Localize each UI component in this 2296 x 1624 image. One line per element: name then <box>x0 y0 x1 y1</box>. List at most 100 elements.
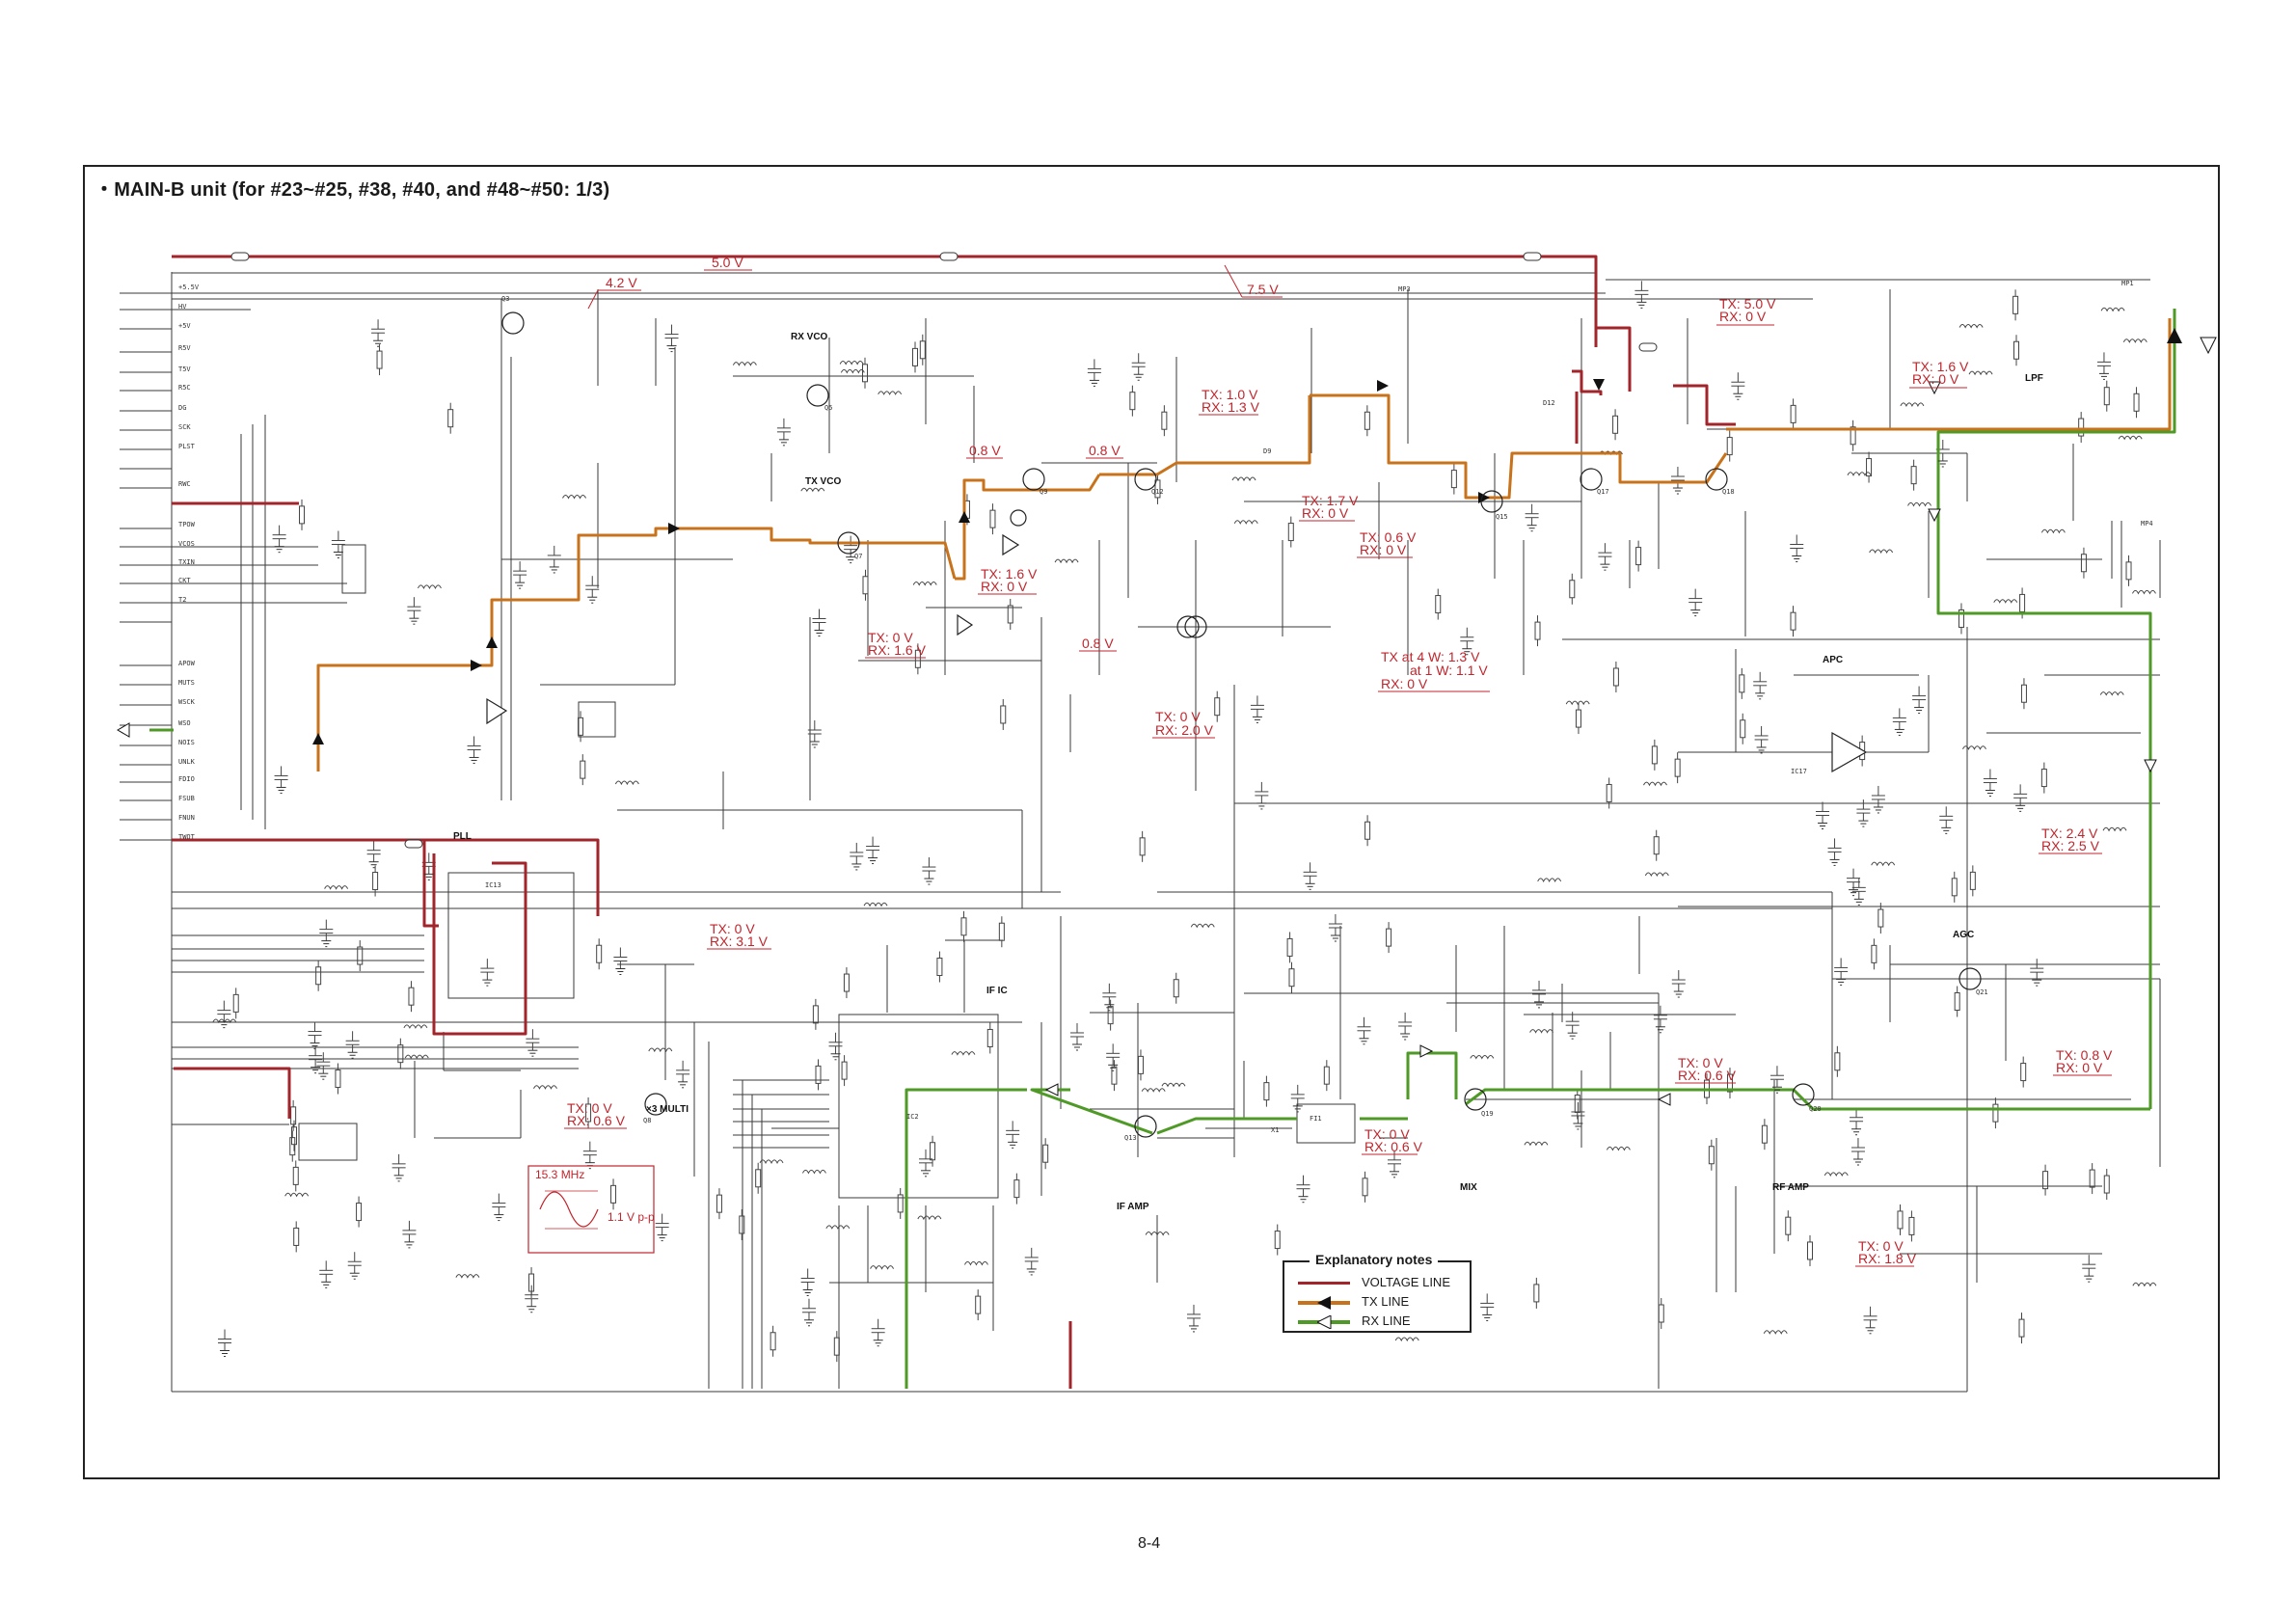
resistor <box>1111 1066 1118 1085</box>
svg-text:RX: 0 V: RX: 0 V <box>1381 676 1428 691</box>
inductor <box>404 1054 429 1060</box>
rx-arrow-icon <box>1317 1315 1332 1329</box>
svg-text:R5C: R5C <box>178 384 191 392</box>
resistor <box>1007 605 1013 624</box>
resistor <box>2103 1175 2110 1194</box>
inductor <box>403 1024 428 1029</box>
resistor <box>812 1005 819 1024</box>
resistor <box>1214 697 1221 717</box>
svg-text:RWC: RWC <box>178 480 191 488</box>
svg-text:RX: 1.6 V: RX: 1.6 V <box>868 642 927 658</box>
svg-text:FNUN: FNUN <box>178 814 195 822</box>
lpf-label: LPF <box>2025 373 2043 384</box>
svg-text:+5V: +5V <box>178 322 191 330</box>
inductor <box>1565 700 1590 706</box>
ground-symbols <box>219 301 2109 1358</box>
legend-tx-label: TX LINE <box>1362 1294 1410 1309</box>
resistor <box>1574 1095 1580 1114</box>
page-number: 8-4 <box>1138 1535 1161 1552</box>
resistor <box>1364 411 1370 430</box>
resistor <box>290 1106 297 1125</box>
svg-text:TX: 0.8 V: TX: 0.8 V <box>2056 1047 2113 1063</box>
resistor <box>1790 611 1796 631</box>
svg-text:RX: 0.6 V: RX: 0.6 V <box>1678 1068 1737 1083</box>
svg-text:DG: DG <box>178 404 186 412</box>
inductor <box>1141 1088 1166 1093</box>
resistor <box>1107 1006 1114 1025</box>
tx-arrow-icon <box>1317 1296 1331 1310</box>
svg-text:TX: 0.6 V: TX: 0.6 V <box>1360 529 1417 545</box>
inductor <box>418 584 442 589</box>
resistor <box>1386 928 1392 947</box>
svg-text:APOW: APOW <box>178 660 196 667</box>
resistor <box>770 1332 776 1351</box>
resistor <box>755 1169 762 1188</box>
svg-text:HV: HV <box>178 303 187 311</box>
resistor <box>1708 1146 1715 1165</box>
svg-text:SCK: SCK <box>178 423 191 431</box>
svg-text:VCOS: VCOS <box>178 540 195 548</box>
resistor <box>936 958 943 977</box>
resistor <box>315 966 322 986</box>
svg-text:Q21: Q21 <box>1976 988 1988 996</box>
inductor <box>1145 1232 1170 1236</box>
resistor <box>408 987 415 1006</box>
svg-text:RX: 1.8 V: RX: 1.8 V <box>1858 1251 1917 1266</box>
svg-text:RX: 0 V: RX: 0 V <box>981 579 1028 594</box>
svg-text:TX: 0 V: TX: 0 V <box>1858 1238 1904 1254</box>
voltage-lines <box>172 255 1736 1389</box>
resistor <box>1286 937 1293 957</box>
tx-lines <box>316 318 2172 771</box>
resistor <box>1534 621 1541 640</box>
inductor <box>1993 599 2018 604</box>
inductor <box>825 1225 851 1230</box>
inductor <box>801 1169 826 1175</box>
resistor <box>335 1069 341 1089</box>
resistor <box>299 505 306 525</box>
svg-text:WSO: WSO <box>178 719 191 727</box>
inductor <box>2100 307 2125 312</box>
resistor <box>1726 437 1733 456</box>
resistor <box>1651 745 1658 765</box>
inductor <box>455 1274 480 1279</box>
rx-vco-label: RX VCO <box>791 332 828 342</box>
resistor <box>1806 1241 1813 1260</box>
resistor <box>1173 979 1179 998</box>
svg-text:X1: X1 <box>1271 1126 1279 1134</box>
svg-text:MUTS: MUTS <box>178 679 195 687</box>
legend-voltage-line: VOLTAGE LINE <box>1298 1274 1472 1291</box>
passive-components <box>212 281 2157 1363</box>
resistor <box>2020 1063 2027 1082</box>
inductor <box>800 487 825 493</box>
resistor <box>960 917 967 936</box>
resistor <box>989 509 996 528</box>
svg-text:RX: 0.6 V: RX: 0.6 V <box>1364 1139 1423 1154</box>
svg-text:Q17: Q17 <box>1597 488 1609 496</box>
resistor <box>1362 1177 1368 1197</box>
resistor <box>2103 387 2110 406</box>
resistor <box>1612 415 1619 434</box>
waveform-amplitude: 1.1 V p-p <box>608 1210 655 1224</box>
inductor <box>284 1192 310 1198</box>
svg-text:Q12: Q12 <box>1151 488 1164 496</box>
svg-text:RX: 3.1 V: RX: 3.1 V <box>710 934 769 949</box>
resistor <box>862 576 869 595</box>
svg-text:TX: 0 V: TX: 0 V <box>1155 709 1201 724</box>
resistor <box>930 1142 936 1161</box>
svg-text:TX: 0 V: TX: 0 V <box>1678 1055 1723 1070</box>
resistor <box>1658 1304 1664 1323</box>
inductor <box>1847 472 1872 476</box>
resistor <box>1161 411 1168 430</box>
legend-voltage-label: VOLTAGE LINE <box>1362 1275 1450 1289</box>
inductor <box>2102 826 2127 832</box>
svg-text:UNLK: UNLK <box>178 758 196 766</box>
resistor <box>1897 1210 1904 1230</box>
svg-text:Q9: Q9 <box>1040 488 1047 496</box>
resistor <box>2013 340 2020 360</box>
svg-text:RX: 0 V: RX: 0 V <box>1719 309 1767 324</box>
legend-title: Explanatory notes <box>1310 1252 1439 1267</box>
inductor <box>2132 1282 2157 1287</box>
inductor <box>870 1265 895 1270</box>
inductor <box>1644 872 1669 878</box>
